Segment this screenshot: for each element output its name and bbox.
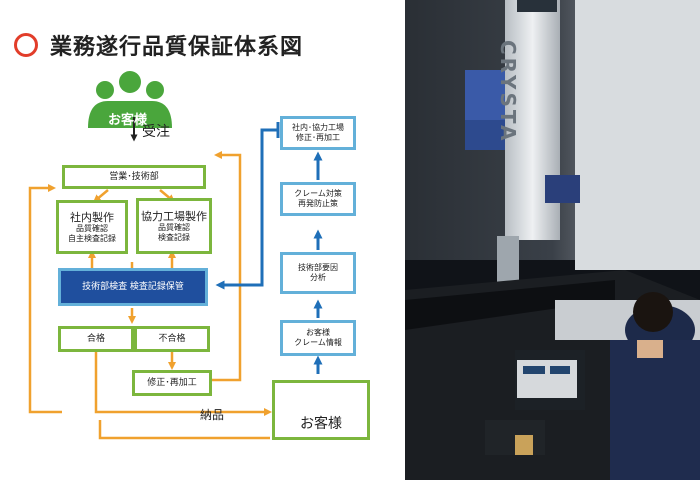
customer-top-label: お客様: [108, 113, 148, 128]
pass-box: 合格: [58, 326, 134, 352]
cmm-machine-photo: CRYSTA: [405, 0, 700, 480]
inspection-box: 技術部検査 検査記録保管: [58, 268, 208, 306]
diagram-title: 業務遂行品質保証体系図: [14, 28, 303, 62]
partner-factory-box: 協力工場製作 品質確認 検査記録: [136, 198, 212, 254]
right-box-analysis: 技術部要因 分析: [280, 252, 356, 294]
title-text: 業務遂行品質保証体系図: [50, 35, 304, 60]
right-box-rework: 社内･協力工場 修正･再加工: [280, 116, 356, 150]
delivery-label: 納品: [200, 408, 225, 422]
order-label: 受注: [142, 124, 170, 140]
photo-scene: [405, 0, 700, 480]
customer-group-icon: [88, 71, 172, 128]
customer-delivery-box: お客様: [272, 380, 370, 440]
machine-brand-label: CRYSTA: [496, 40, 520, 144]
right-box-countermeasure: クレーム対策 再発防止策: [280, 182, 356, 216]
quality-assurance-diagram: 業務遂行品質保証体系図 お客様 受注 営業･技術部 社内製作 品質確認 自主検査…: [14, 28, 370, 440]
title-circle-icon: [14, 33, 38, 57]
inhouse-production-box: 社内製作 品質確認 自主検査記録: [56, 200, 128, 254]
fail-box: 不合格: [134, 326, 210, 352]
right-box-claim-info: お客様 クレーム情報: [280, 320, 356, 356]
sales-tech-box: 営業･技術部: [62, 165, 206, 189]
rework-box: 修正･再加工: [132, 370, 212, 396]
